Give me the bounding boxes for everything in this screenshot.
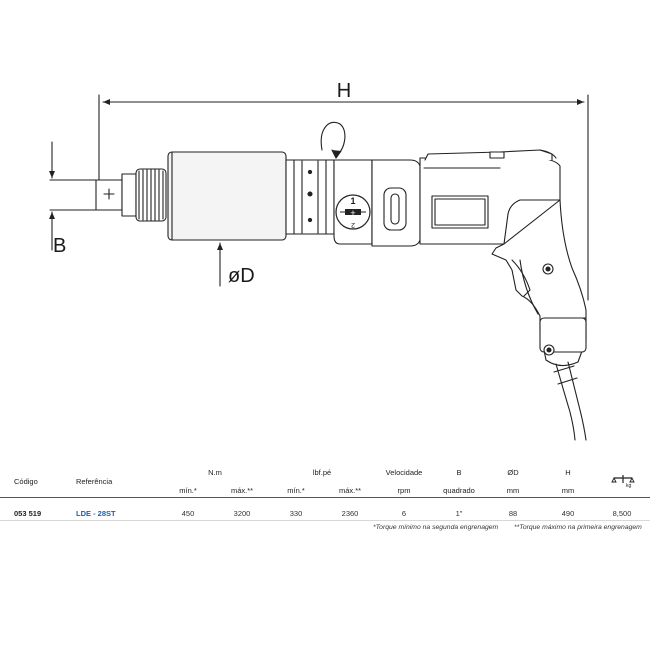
tool-drawing: 1 + 2 H B øD	[49, 80, 589, 441]
footnote-min: *Torque mínimo na segunda engrenagem	[373, 524, 499, 531]
header-velocidade: Velocidade	[385, 468, 423, 477]
cell-velocidade: 6	[401, 509, 407, 518]
square-drive	[95, 179, 123, 211]
dimension-b-label: B	[53, 235, 66, 257]
dial-label-2: 2	[351, 221, 355, 228]
subheader-rpm: rpm	[397, 486, 411, 495]
scale-kg-icon: kg	[610, 473, 636, 489]
subheader-lbf-min: mín.*	[287, 486, 305, 495]
power-cable	[553, 361, 587, 441]
header-lbfpe: lbf.pé	[312, 468, 332, 477]
reaction-ring	[285, 159, 335, 235]
cell-lbf-min: 330	[289, 509, 303, 518]
spec-table: N.m lbf.pé Velocidade B ØD H Código Refe…	[0, 462, 650, 542]
cell-h: 490	[561, 509, 575, 518]
footnote-max: **Torque máximo na primeira engrenagem	[514, 524, 642, 531]
header-od: ØD	[507, 468, 519, 477]
table-row-rule	[0, 520, 650, 521]
dimension-h-label: H	[337, 80, 351, 102]
dial-label-1: 1	[350, 196, 355, 206]
top-switch	[424, 149, 557, 161]
cell-lbf-max: 2360	[341, 509, 359, 518]
cell-nm-max: 3200	[233, 509, 251, 518]
header-b: B	[456, 468, 462, 477]
dial-label-plus: +	[350, 208, 355, 218]
rotation-arrow	[320, 121, 346, 159]
cell-od: 88	[508, 509, 518, 518]
subheader-lbf-max: máx.**	[338, 486, 362, 495]
table-header-rule	[0, 497, 650, 498]
subheader-od-mm: mm	[506, 486, 520, 495]
cell-peso: 8,500	[612, 509, 632, 518]
cell-b: 1"	[455, 509, 463, 518]
cell-codigo: 053 519	[14, 509, 42, 518]
header-codigo: Código	[14, 477, 38, 486]
header-nm: N.m	[208, 468, 222, 477]
drive-collar	[121, 168, 167, 222]
gear-selector-dial: 1 + 2	[335, 194, 371, 230]
subheader-quadrado: quadrado	[443, 486, 475, 495]
header-h: H	[565, 468, 571, 477]
cell-nm-min: 450	[181, 509, 195, 518]
gear-housing	[167, 151, 287, 241]
subheader-nm-min: mín.*	[179, 486, 197, 495]
dimension-h	[98, 94, 589, 301]
motor-housing	[371, 157, 561, 247]
header-referencia: Referência	[76, 477, 113, 486]
cell-referencia: LDE - 28ST	[76, 509, 116, 518]
dimension-d-label: øD	[228, 265, 255, 287]
pistol-handle	[491, 199, 587, 367]
subheader-h-mm: mm	[561, 486, 575, 495]
scale-kg-label: kg	[626, 483, 632, 489]
subheader-nm-max: máx.**	[230, 486, 254, 495]
